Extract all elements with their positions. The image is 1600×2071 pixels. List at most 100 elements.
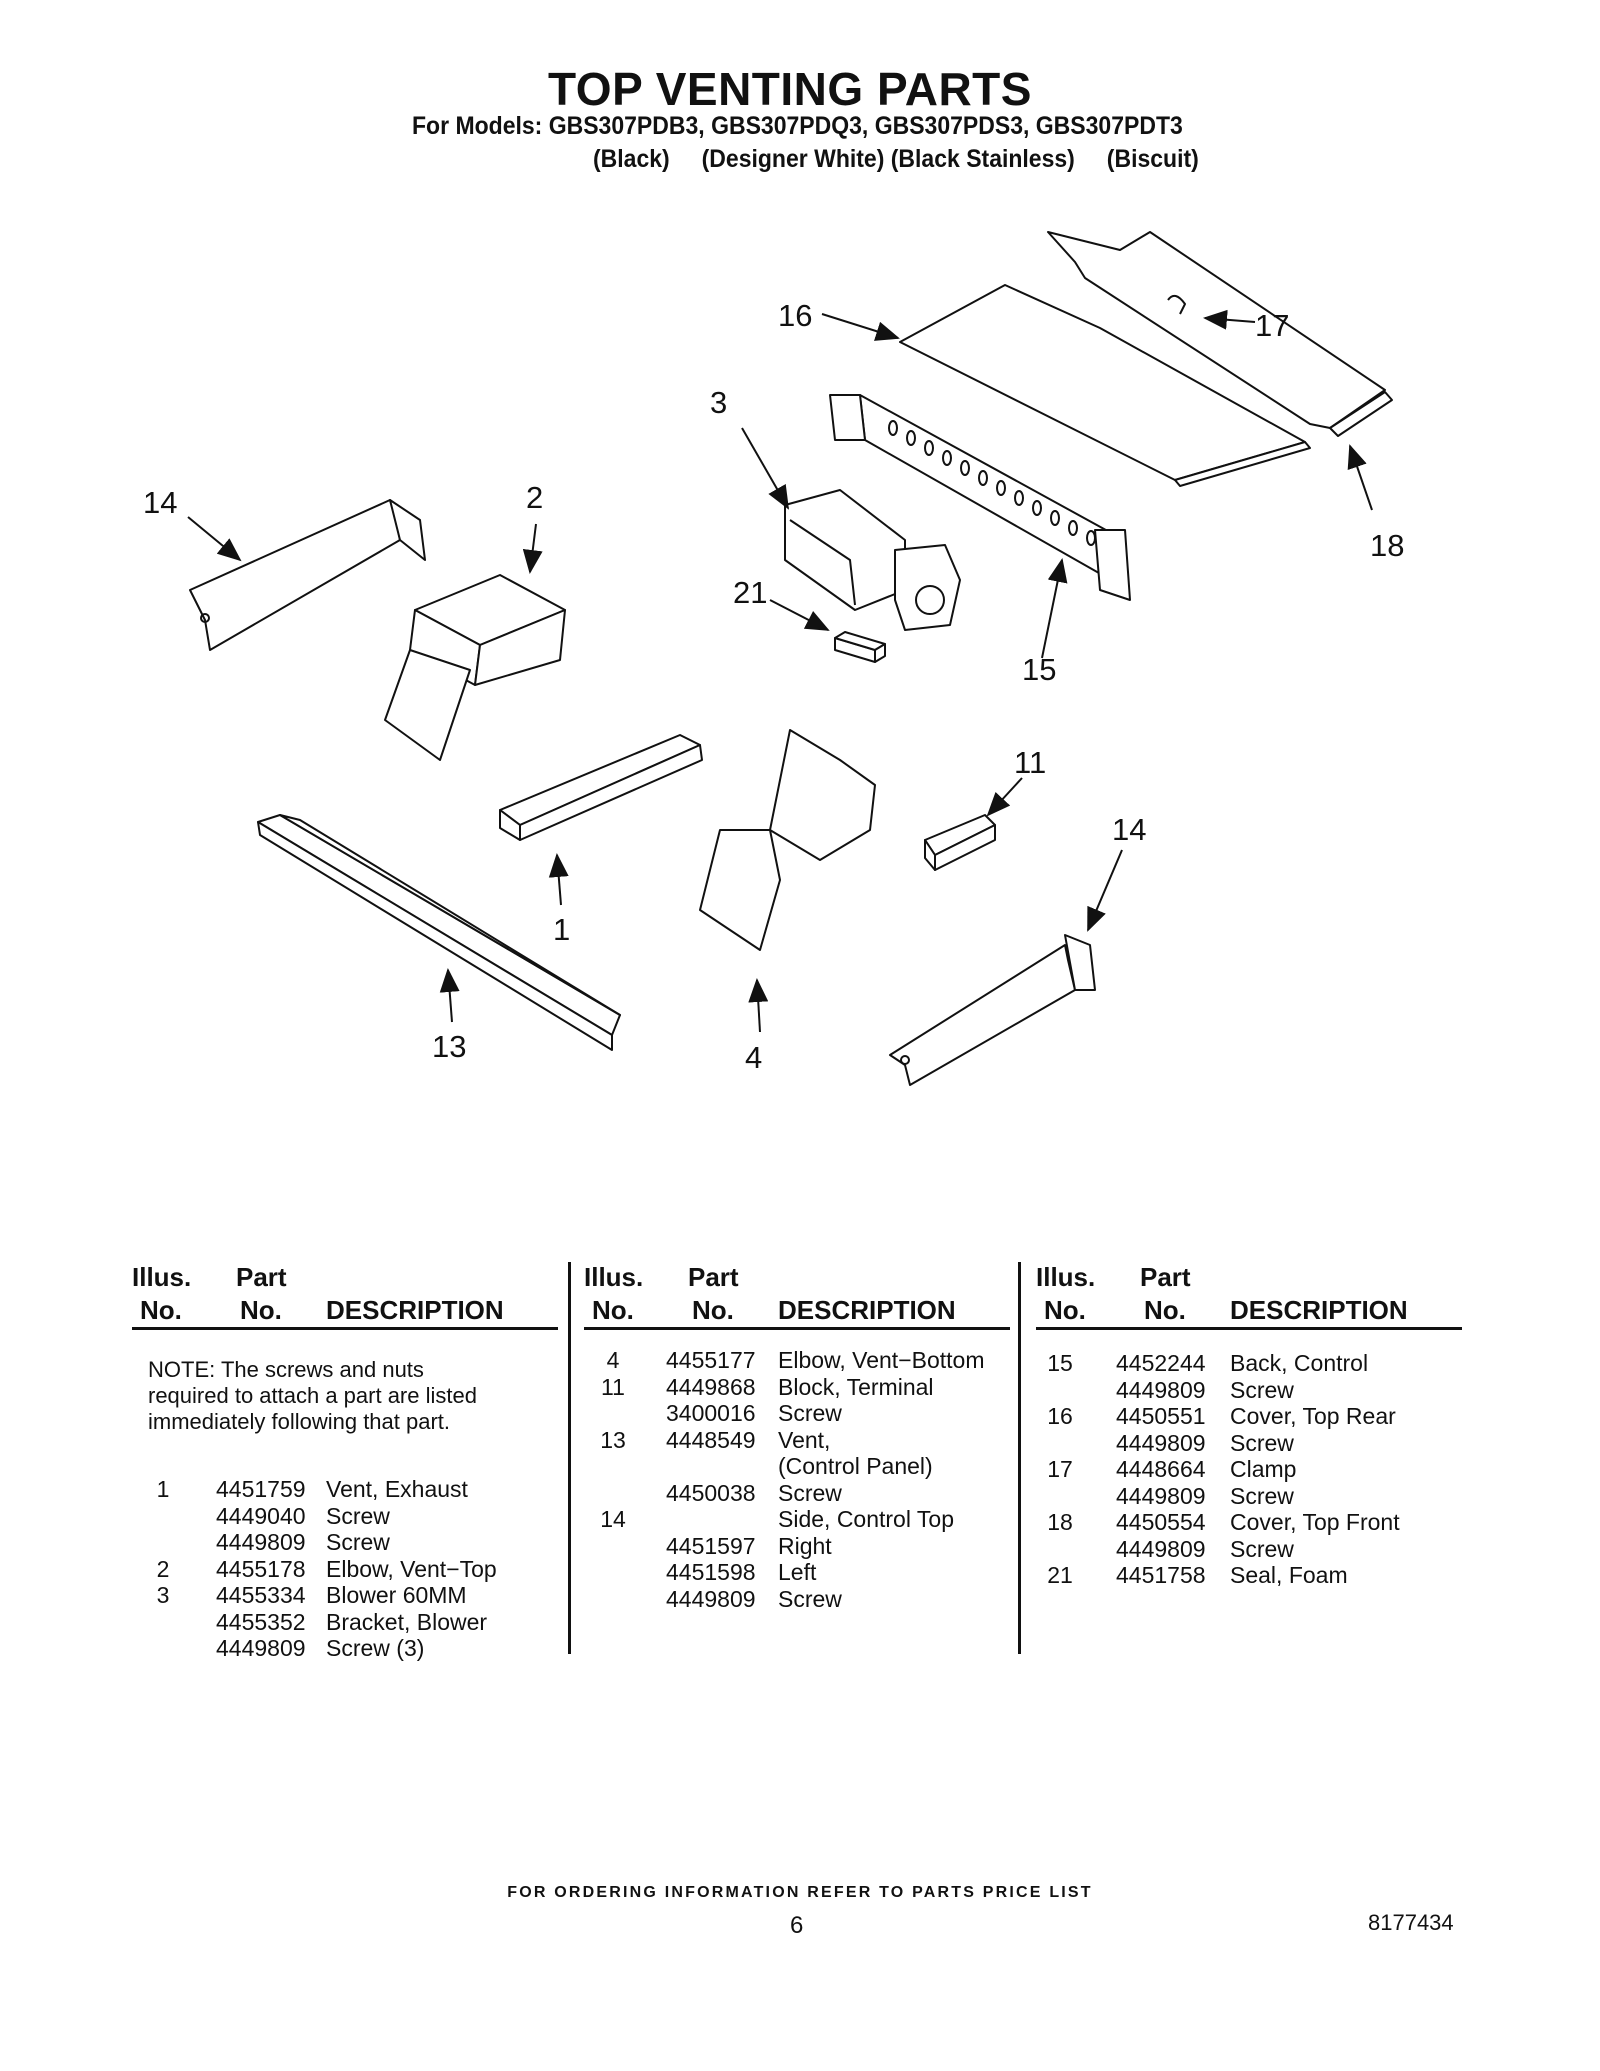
part-number: 4452244 — [1116, 1350, 1206, 1376]
part-number: 4449809 — [666, 1585, 756, 1612]
header-rule — [1036, 1327, 1462, 1330]
header-illus: Illus. — [1036, 1262, 1096, 1292]
part-number: 4455334 — [216, 1582, 306, 1608]
part-description: Vent, — [778, 1426, 831, 1453]
part-vent-exhaust — [499, 734, 703, 841]
header-description: DESCRIPTION — [778, 1295, 956, 1325]
part-description: Clamp — [1230, 1456, 1297, 1482]
part-top-front-cover — [1047, 231, 1393, 437]
callout-16: 16 — [778, 298, 812, 333]
model-list: For Models: GBS307PDB3, GBS307PDQ3, GBS3… — [412, 112, 1183, 140]
header-rule — [584, 1327, 1010, 1330]
header-part: Part — [236, 1262, 287, 1292]
part-elbow-vent-bottom — [699, 729, 876, 951]
part-description: Screw — [1230, 1482, 1294, 1509]
header-part-no: No. — [240, 1295, 282, 1325]
callout-18: 18 — [1370, 528, 1404, 563]
header-description: DESCRIPTION — [1230, 1295, 1408, 1325]
part-terminal-block — [924, 814, 996, 871]
callout-15: 15 — [1022, 652, 1056, 687]
part-description: Side, Control Top — [778, 1506, 955, 1532]
illus-number: 4 — [606, 1347, 620, 1373]
part-description: Screw — [778, 1479, 842, 1506]
header-part-no: No. — [692, 1295, 734, 1325]
part-number: 4451758 — [1116, 1562, 1206, 1588]
callout-2: 2 — [526, 480, 543, 515]
part-number: 4449809 — [1116, 1429, 1206, 1456]
callout-14-left: 14 — [143, 485, 177, 520]
part-blower — [784, 489, 961, 631]
header-illus-no: No. — [592, 1295, 634, 1325]
illus-number: 3 — [156, 1582, 170, 1608]
column-divider — [568, 1262, 571, 1654]
illus-number: 13 — [600, 1426, 626, 1453]
part-number: 4450038 — [666, 1479, 756, 1506]
part-number: 4455178 — [216, 1555, 306, 1582]
part-number: 3400016 — [666, 1400, 756, 1426]
part-description: (Control Panel) — [778, 1453, 933, 1479]
part-description: Screw — [1230, 1376, 1294, 1403]
note-text: NOTE: The screws and nuts required to at… — [148, 1357, 477, 1434]
part-description: Screw — [1230, 1429, 1294, 1456]
header-description: DESCRIPTION — [326, 1295, 504, 1325]
part-number: 4451759 — [216, 1476, 306, 1502]
callout-1: 1 — [553, 912, 570, 947]
page-title: TOP VENTING PARTS — [548, 63, 1032, 115]
illus-number: 18 — [1047, 1509, 1073, 1535]
header-illus-no: No. — [140, 1295, 182, 1325]
callout-14-right: 14 — [1112, 812, 1146, 847]
part-control-top-side-left — [189, 499, 426, 651]
illus-number: 2 — [156, 1555, 170, 1582]
page-number: 6 — [790, 1912, 804, 1939]
illus-number: 15 — [1047, 1350, 1073, 1376]
part-description: Screw — [1230, 1535, 1294, 1562]
header-rule — [132, 1327, 558, 1330]
header-illus: Illus. — [584, 1262, 644, 1292]
part-control-back — [829, 394, 1131, 601]
illus-number: 21 — [1047, 1562, 1073, 1588]
part-number: 4449809 — [1116, 1482, 1206, 1509]
model-colors: (Black) (Designer White) (Black Stainles… — [593, 145, 1199, 173]
callout-4: 4 — [745, 1040, 762, 1075]
part-description: Right — [778, 1532, 832, 1559]
part-number: 4449809 — [1116, 1535, 1206, 1562]
header-part: Part — [1140, 1262, 1191, 1292]
callout-3: 3 — [710, 385, 727, 420]
part-number: 4449868 — [666, 1373, 756, 1400]
part-description: Block, Terminal — [778, 1373, 934, 1400]
header-illus-no: No. — [1044, 1295, 1086, 1325]
part-top-rear-cover — [899, 284, 1311, 487]
ordering-info: FOR ORDERING INFORMATION REFER TO PARTS … — [507, 1884, 1093, 1901]
part-description: Back, Control — [1230, 1350, 1369, 1376]
callout-17: 17 — [1255, 308, 1289, 343]
part-number: 4448549 — [666, 1426, 756, 1453]
part-number: 4451598 — [666, 1559, 756, 1585]
exploded-parts-diagram: 16 17 3 14 2 18 21 15 11 14 1 13 4 — [143, 231, 1404, 1086]
part-description: Seal, Foam — [1230, 1562, 1348, 1588]
part-number: 4449809 — [216, 1635, 306, 1661]
illus-number: 17 — [1047, 1456, 1073, 1482]
illus-number: 1 — [156, 1476, 170, 1502]
header-illus: Illus. — [132, 1262, 192, 1292]
part-description: Cover, Top Rear — [1230, 1403, 1396, 1429]
callout-11: 11 — [1014, 745, 1046, 780]
part-number: 4451597 — [666, 1532, 756, 1559]
part-description: Screw (3) — [326, 1635, 425, 1661]
document-number: 8177434 — [1368, 1910, 1454, 1935]
callout-13: 13 — [432, 1029, 466, 1064]
illus-number: 16 — [1047, 1403, 1073, 1429]
part-description: Screw — [778, 1400, 842, 1426]
part-number: 4455177 — [666, 1347, 756, 1373]
part-elbow-vent-top — [384, 574, 566, 761]
callout-21: 21 — [733, 575, 767, 610]
part-description: Blower 60MM — [326, 1582, 467, 1608]
illus-number: 14 — [600, 1506, 626, 1532]
part-number: 4449809 — [216, 1529, 306, 1555]
part-number: 4455352 — [216, 1608, 306, 1635]
part-description: Left — [778, 1559, 817, 1585]
part-description: Elbow, Vent−Bottom — [778, 1347, 985, 1373]
part-description: Screw — [326, 1529, 390, 1555]
part-control-top-side-right — [889, 934, 1096, 1086]
column-divider — [1018, 1262, 1021, 1654]
part-number: 4450551 — [1116, 1403, 1206, 1429]
